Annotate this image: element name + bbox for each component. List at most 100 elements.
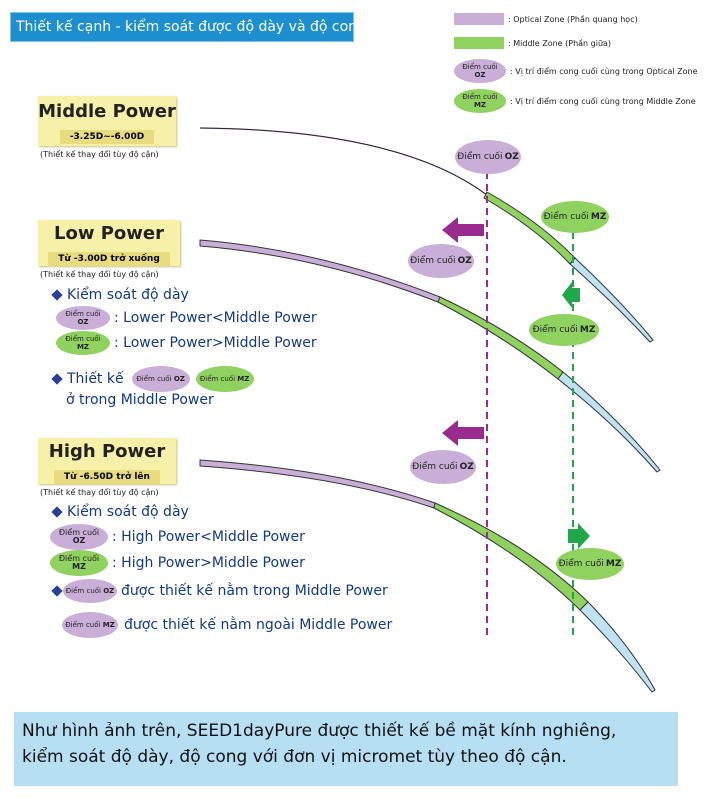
low-power-design-tail: ở trong Middle Power	[66, 392, 214, 408]
point-label-text: Điểm cuối	[543, 212, 589, 222]
middle-power-name: Middle Power	[38, 101, 176, 122]
oz-point-oval: Điểm cuối OZ	[454, 59, 506, 83]
oval-word: Điểm cuối	[199, 375, 236, 383]
oz-point-oval: Điểm cuối OZ	[63, 579, 117, 603]
oval-word: Điểm cuối	[462, 93, 498, 101]
point-label-abbr: OZ	[457, 256, 472, 266]
oval-abbr: OZ	[173, 375, 185, 383]
middle-power-edge-zone	[569, 257, 654, 343]
high-power-edge-zone	[579, 601, 656, 693]
middle-power-box: Middle Power -3.25D~-6.00D	[38, 96, 176, 146]
low-power-optical-zone	[199, 239, 441, 303]
high-power-optical-zone	[199, 459, 436, 509]
mz-point-oval: Điểm cuối MZ	[195, 366, 254, 392]
high-power-mz-design: Điểm cuối MZ được thiết kế nằm ngoài Mid…	[62, 612, 392, 638]
oval-abbr: OZ	[72, 536, 86, 545]
mz-point-oval: Điểm cuối MZ	[62, 612, 118, 638]
relation-text: : High Power>Middle Power	[112, 555, 305, 571]
relation-text: : Lower Power>Middle Power	[114, 335, 317, 351]
oval-abbr: MZ	[237, 375, 250, 383]
oval-word: Điểm cuối	[58, 554, 100, 563]
oval-word: Điểm cuối	[65, 587, 101, 595]
point-label-text: Điểm cuối	[412, 462, 458, 472]
legend: : Optical Zone (Phần quang học) : Middle…	[454, 10, 704, 118]
point-label-abbr: MZ	[579, 325, 596, 335]
relation-text: : Lower Power<Middle Power	[114, 310, 317, 326]
oval-word: Điểm cuối	[136, 375, 172, 383]
oval-word: Điểm cuối	[65, 310, 101, 318]
diamond-bullet-icon	[51, 373, 63, 385]
legend-oz-point-desc: : Vị trí điểm cong cuối cùng trong Optic…	[510, 66, 698, 76]
oval-word: Điểm cuối	[462, 63, 498, 71]
low-power-thickness-heading: Kiểm soát độ dày	[50, 287, 189, 303]
oval-abbr: OZ	[474, 71, 486, 79]
oval-abbr: MZ	[72, 562, 86, 571]
summary-line-2: kiểm soát độ dày, độ cong với đơn vị mic…	[22, 747, 567, 767]
middle-power-optical-curve	[199, 127, 488, 196]
oz-point-oval: Điểm cuối OZ	[131, 366, 190, 392]
high-power-oz-design: Điểm cuối OZ được thiết kế nằm trong Mid…	[50, 579, 388, 603]
low-power-name: Low Power	[53, 223, 164, 244]
middle-power-note: (Thiết kế thay đổi tùy độ cận)	[40, 150, 159, 159]
point-label-text: Điểm cuối	[558, 559, 604, 569]
mz-point-oval: Điểm cuối MZ	[454, 89, 506, 113]
design-text: được thiết kế nằm ngoài Middle Power	[124, 617, 393, 633]
heading-text: Thiết kế	[67, 371, 124, 387]
high-power-note: (Thiết kế thay đổi tùy độ cận)	[40, 488, 159, 497]
middle-power-optical-zone	[199, 127, 488, 196]
legend-middle-zone: : Middle Zone (Phần giữa)	[454, 34, 704, 52]
low-power-box: Low Power Từ -3.00D trở xuống	[38, 220, 180, 266]
diamond-bullet-icon	[51, 289, 63, 301]
point-label-abbr: MZ	[605, 559, 622, 569]
heading-text: Kiểm soát độ dày	[67, 504, 189, 520]
legend-mz-label: : Middle Zone (Phần giữa)	[508, 38, 612, 48]
optical-zone-swatch	[454, 13, 504, 25]
legend-mz-point-desc: : Vị trí điểm cong cuối cùng trong Middl…	[510, 96, 696, 106]
oval-abbr: OZ	[103, 587, 115, 595]
point-label-text: Điểm cuối	[410, 256, 456, 266]
low-power-mz-arrow-icon	[562, 282, 580, 308]
high-power-thickness-heading: Kiểm soát độ dày	[50, 504, 189, 520]
legend-oz-label: : Optical Zone (Phần quang học)	[508, 14, 638, 24]
point-label-abbr: OZ	[504, 152, 519, 162]
summary-line-1: Như hình ảnh trên, SEED1dayPure được thi…	[22, 721, 617, 741]
low-power-design-heading: Thiết kế Điểm cuối OZ Điểm cuối MZ	[50, 366, 254, 392]
low-power-range: Từ -3.00D trở xuống	[48, 252, 170, 266]
relation-text: : High Power<Middle Power	[112, 529, 305, 545]
oval-abbr: MZ	[76, 343, 90, 351]
point-label-text: Điểm cuối	[532, 325, 578, 335]
page-title: Thiết kế cạnh - kiểm soát được độ dày và…	[10, 12, 354, 42]
high-power-box: High Power Từ -6.50D trở lên	[38, 438, 176, 484]
oval-word: Điểm cuối	[65, 335, 101, 343]
legend-oz-point: Điểm cuối OZ : Vị trí điểm cong cuối cùn…	[454, 58, 704, 84]
oval-abbr: OZ	[77, 318, 89, 326]
oval-word: Điểm cuối	[65, 621, 101, 629]
diamond-bullet-icon	[51, 506, 63, 518]
oval-abbr: MZ	[102, 621, 115, 629]
point-label-abbr: MZ	[590, 212, 607, 222]
point-label-text: Điểm cuối	[457, 152, 503, 162]
high-power-range: Từ -6.50D trở lên	[54, 470, 160, 484]
point-label-abbr: OZ	[459, 462, 474, 472]
low-power-edge-zone	[557, 371, 661, 473]
heading-text: Kiểm soát độ dày	[67, 287, 189, 303]
middle-power-range: -3.25D~-6.00D	[59, 130, 155, 144]
low-power-note: (Thiết kế thay đổi tùy độ cận)	[40, 270, 159, 279]
design-text: được thiết kế nằm trong Middle Power	[121, 583, 388, 599]
oval-abbr: MZ	[473, 101, 487, 109]
high-power-oz-arrow-icon	[442, 420, 484, 446]
